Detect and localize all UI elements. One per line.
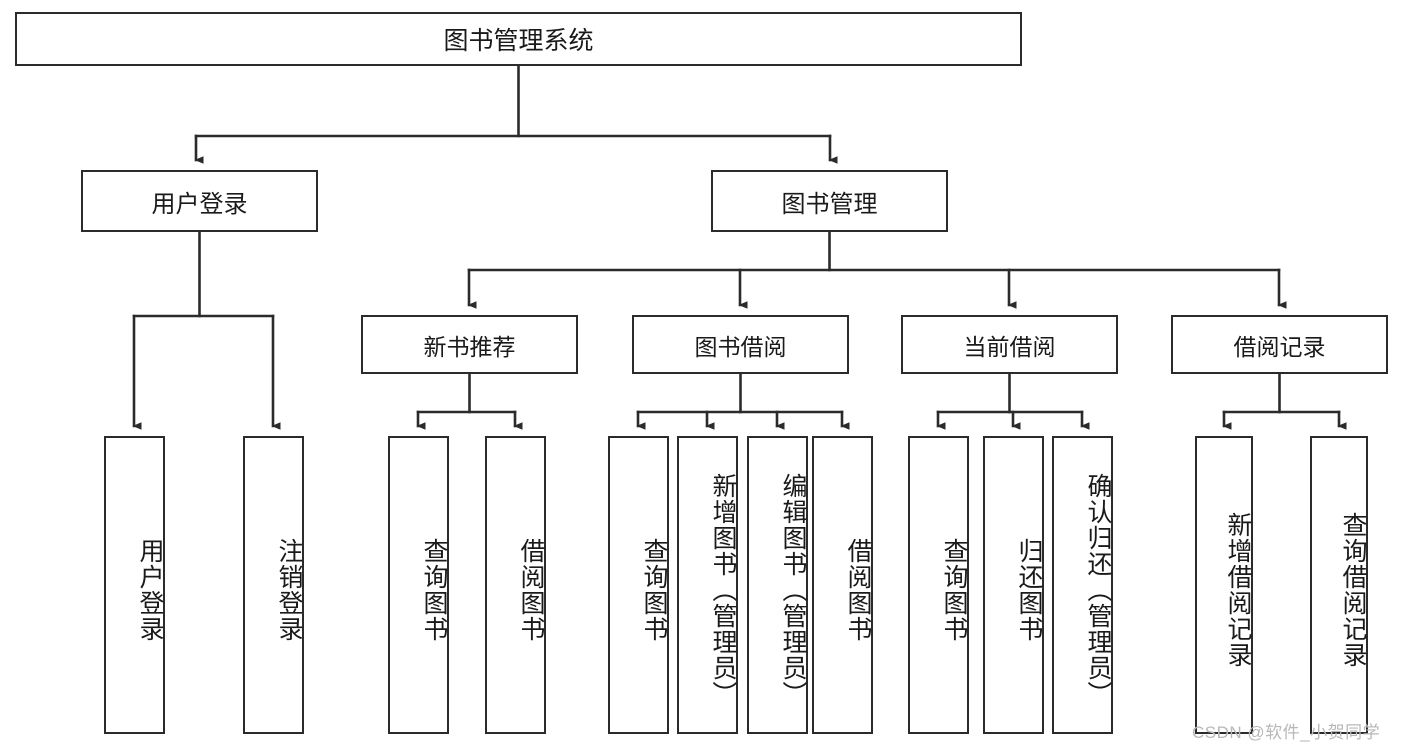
leaf-add-book-admin[interactable]: 新增图书（管理员） — [677, 436, 738, 734]
node-root[interactable]: 图书管理系统 — [15, 12, 1022, 66]
node-new-book-recommend[interactable]: 新书推荐 — [361, 315, 578, 374]
node-book-manage[interactable]: 图书管理 — [711, 170, 948, 232]
leaf-query-book-borrow[interactable]: 查询图书 — [608, 436, 669, 734]
csdn-watermark: CSDN @软件_小贺同学 — [1192, 723, 1381, 742]
leaf-borrow-book-newbook[interactable]: 借阅图书 — [485, 436, 546, 734]
leaf-edit-book-admin[interactable]: 编辑图书（管理员） — [747, 436, 808, 734]
leaf-logout[interactable]: 注销登录 — [243, 436, 304, 734]
leaf-query-borrow-record[interactable]: 查询借阅记录 — [1310, 436, 1368, 734]
leaf-return-book[interactable]: 归还图书 — [983, 436, 1044, 734]
leaf-query-book-newbook[interactable]: 查询图书 — [388, 436, 449, 734]
node-book-borrow[interactable]: 图书借阅 — [632, 315, 849, 374]
node-current-borrow[interactable]: 当前借阅 — [901, 315, 1118, 374]
leaf-query-book-current[interactable]: 查询图书 — [908, 436, 969, 734]
leaf-add-borrow-record[interactable]: 新增借阅记录 — [1195, 436, 1253, 734]
node-user-login[interactable]: 用户登录 — [81, 170, 318, 232]
leaf-confirm-return-admin[interactable]: 确认归还（管理员） — [1052, 436, 1113, 734]
leaf-borrow-book-borrow[interactable]: 借阅图书 — [812, 436, 873, 734]
node-borrow-record[interactable]: 借阅记录 — [1171, 315, 1388, 374]
leaf-user-login[interactable]: 用户登录 — [104, 436, 165, 734]
